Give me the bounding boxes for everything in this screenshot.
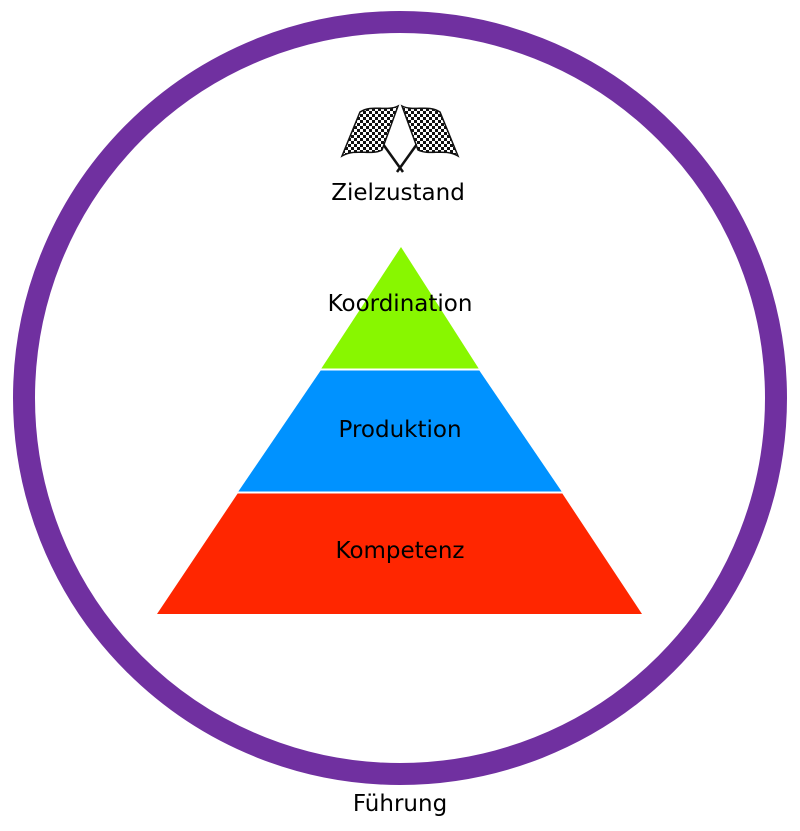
- leadership-ring: [13, 11, 787, 785]
- pyramid-level-top: [321, 247, 479, 369]
- pyramid-level-bottom: [157, 493, 642, 614]
- pyramid-bottom-label: Kompetenz: [335, 538, 465, 564]
- goal-label: Zielzustand: [331, 180, 465, 206]
- pyramid-level-middle: [238, 370, 562, 492]
- pyramid-top-label: Koordination: [327, 291, 473, 317]
- pyramid-middle-label: Produktion: [338, 417, 462, 443]
- ring-label: Führung: [352, 791, 448, 817]
- checkered-flags-icon: [340, 104, 460, 173]
